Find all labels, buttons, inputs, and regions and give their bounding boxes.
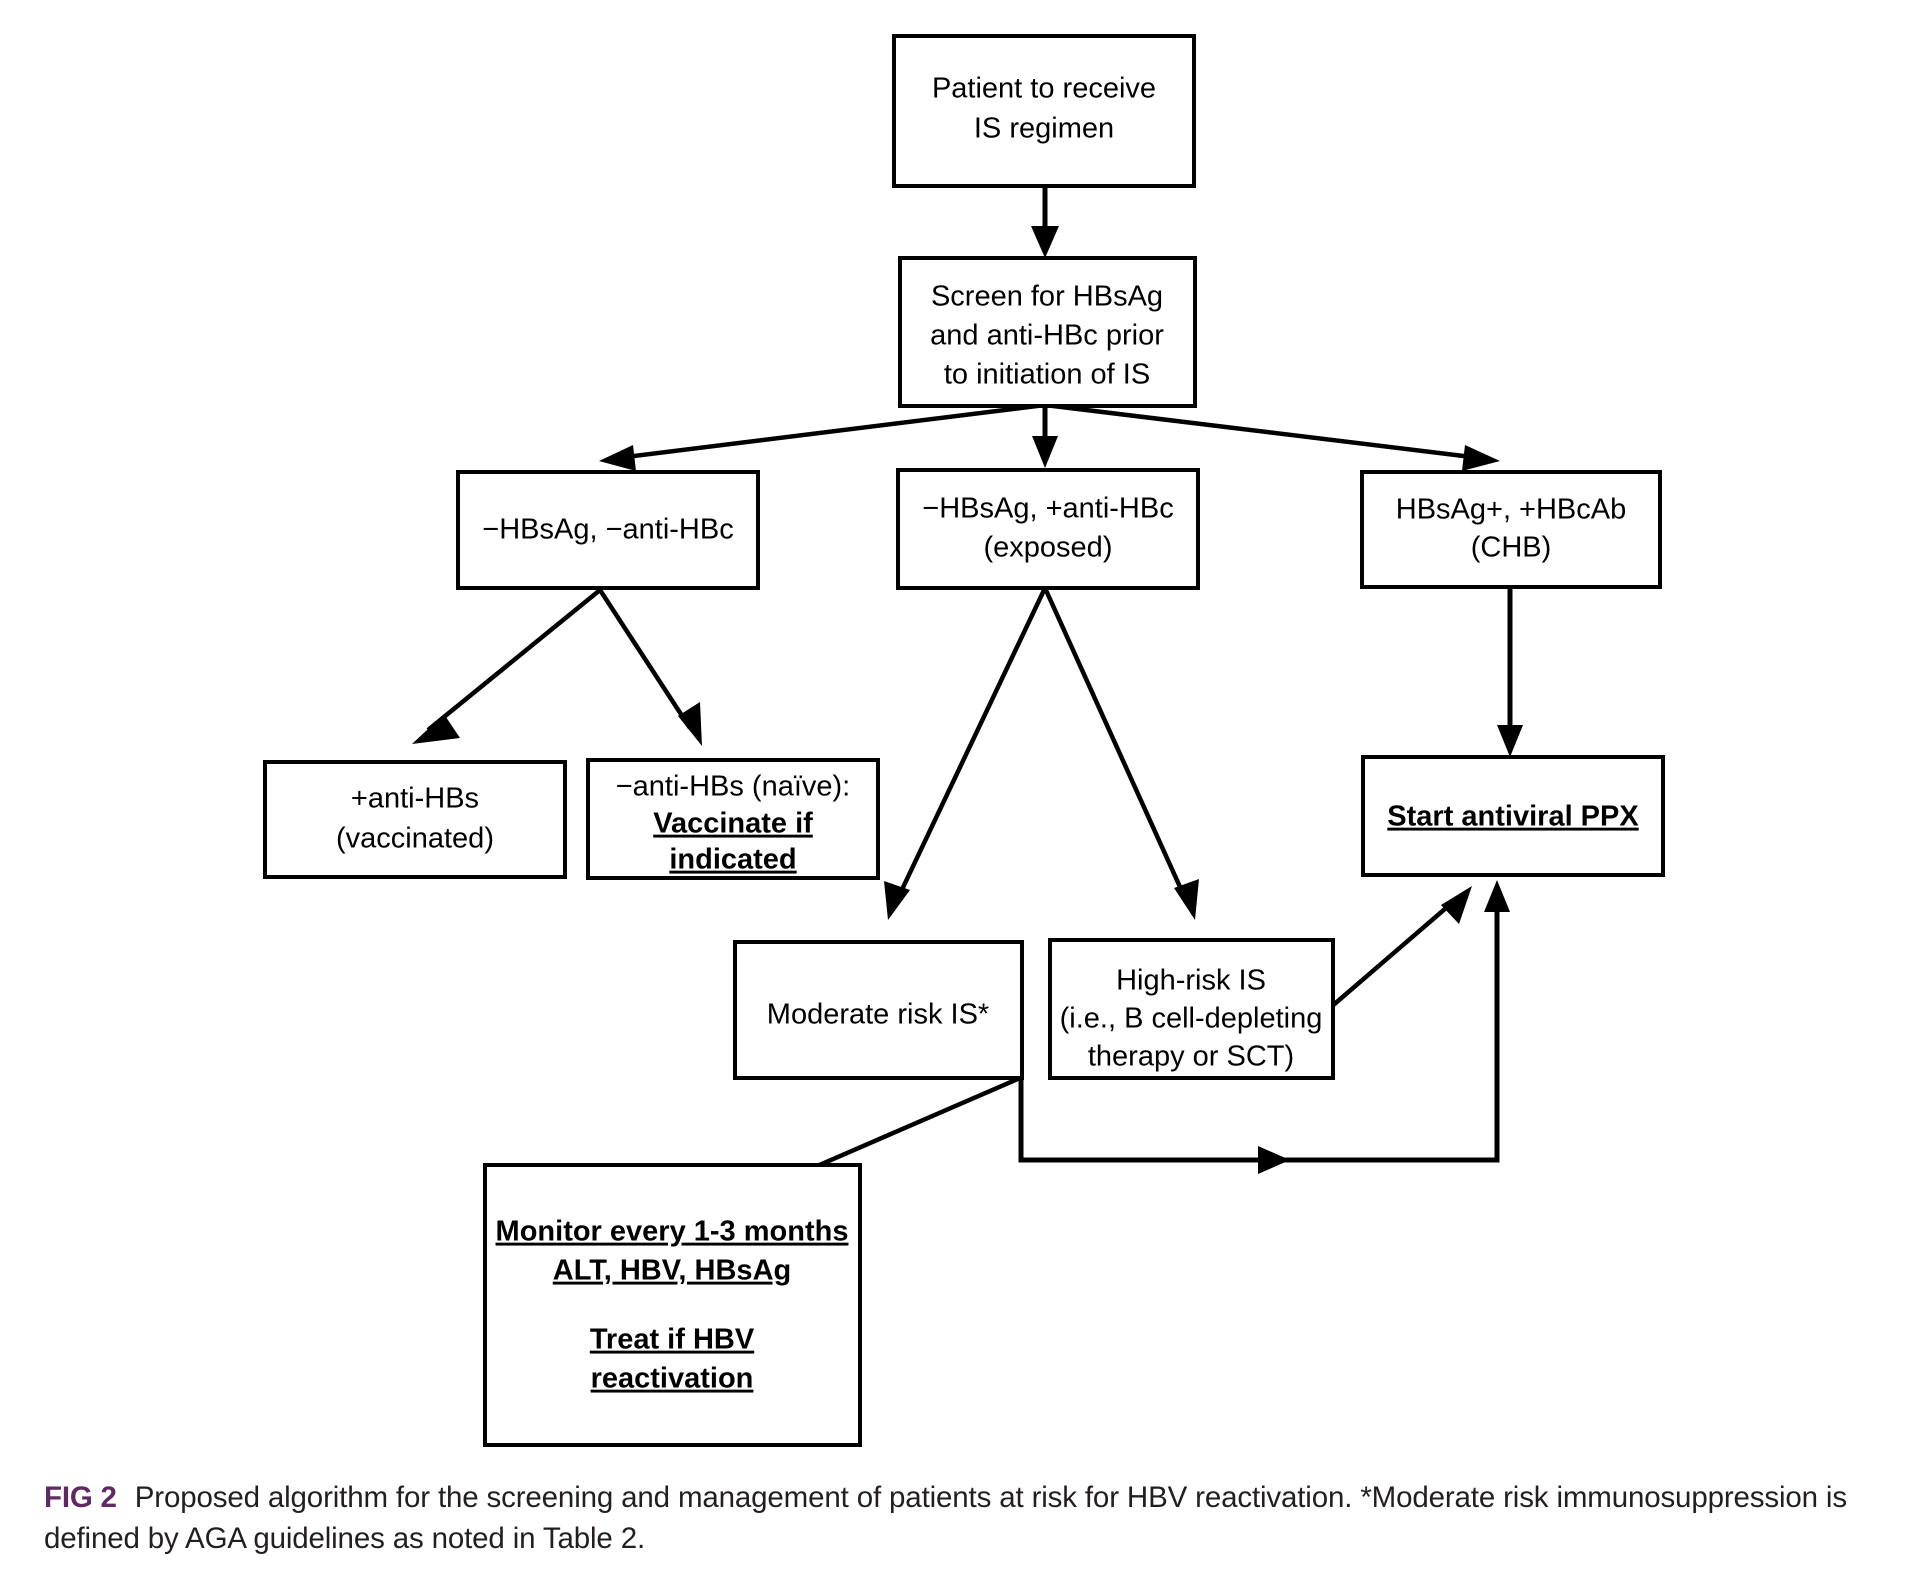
edge-screen-to-neg-neg: [599, 402, 1046, 471]
node-neg-hbsag-pos-antihbc-exposed[interactable]: −HBsAg, +anti-HBc (exposed): [896, 468, 1200, 590]
edge-high-to-antiviral: [1329, 886, 1472, 1009]
edge-patient-to-screen: [1031, 185, 1059, 258]
node-exposed-line-1: −HBsAg, +anti-HBc: [922, 493, 1173, 525]
node-high-line-1: High-risk IS: [1116, 965, 1266, 997]
node-exposed-line-2: (exposed): [984, 532, 1113, 564]
figure-caption-text: Proposed algorithm for the screening and…: [44, 1481, 1847, 1555]
node-screen-line-1: Screen for HBsAg: [931, 281, 1163, 313]
edge-exposed-to-moderate: [884, 587, 1048, 920]
edge-moderate-to-antiviral: [1018, 880, 1510, 1174]
node-monitor-line-2: ALT, HBV, HBsAg: [553, 1255, 791, 1287]
edge-negneg-to-vaccinated: [412, 588, 602, 744]
node-start-antiviral-ppx[interactable]: Start antiviral PPX: [1361, 755, 1665, 877]
node-naive-line-2: Vaccinate if: [653, 808, 813, 840]
node-monitor-line-4: reactivation: [591, 1363, 754, 1395]
node-screen-line-3: to initiation of IS: [944, 359, 1150, 391]
node-moderate-risk-is[interactable]: Moderate risk IS*: [733, 940, 1024, 1080]
node-chb-line-2: (CHB): [1471, 532, 1552, 564]
node-antiviral-line-1: Start antiviral PPX: [1387, 801, 1639, 833]
node-patient-line-1: Patient to receive: [932, 73, 1156, 105]
node-hbsag-pos-hbcab-pos-chb[interactable]: HBsAg+, +HBcAb (CHB): [1360, 470, 1662, 589]
edge-chb-to-antiviral: [1497, 588, 1523, 757]
edge-exposed-to-high: [1042, 587, 1199, 920]
node-patient-to-receive-is-regimen[interactable]: Patient to receive IS regimen: [892, 34, 1196, 188]
node-high-line-3: therapy or SCT): [1088, 1041, 1294, 1073]
figure-caption-label: FIG 2: [44, 1481, 117, 1514]
node-negneg-line-1: −HBsAg, −anti-HBc: [482, 514, 733, 546]
node-neg-anti-hbs-naive-vaccinate[interactable]: −anti-HBs (naïve): Vaccinate if indicate…: [586, 758, 880, 880]
node-monitor-line-1: Monitor every 1-3 months: [496, 1216, 849, 1248]
node-neg-hbsag-neg-antihbc[interactable]: −HBsAg, −anti-HBc: [456, 470, 760, 590]
flowchart-diagram: Patient to receive IS regimen Screen for…: [263, 34, 1665, 1447]
node-monitor-line-3: Treat if HBV: [590, 1324, 755, 1356]
node-high-line-2: (i.e., B cell-depleting: [1060, 1003, 1323, 1035]
node-screen-line-2: and anti-HBc prior: [930, 320, 1164, 352]
node-vaccinated-line-1: +anti-HBs: [351, 783, 479, 815]
edge-screen-to-chb: [1044, 402, 1500, 471]
node-naive-line-1: −anti-HBs (naïve):: [616, 771, 851, 803]
node-monitor-and-treat[interactable]: Monitor every 1-3 months ALT, HBV, HBsAg…: [483, 1163, 862, 1447]
node-screen-for-hbsag[interactable]: Screen for HBsAg and anti-HBc prior to i…: [898, 256, 1197, 408]
node-chb-line-1: HBsAg+, +HBcAb: [1396, 494, 1627, 526]
edge-negneg-to-naive: [598, 588, 702, 746]
node-pos-anti-hbs-vaccinated[interactable]: +anti-HBs (vaccinated): [263, 760, 567, 879]
node-moderate-line-1: Moderate risk IS*: [767, 999, 989, 1031]
node-patient-line-2: IS regimen: [974, 113, 1114, 145]
node-high-risk-is[interactable]: High-risk IS (i.e., B cell-depleting the…: [1048, 938, 1335, 1080]
node-vaccinated-line-2: (vaccinated): [336, 823, 494, 855]
edge-screen-to-exposed: [1032, 405, 1058, 468]
node-naive-line-3: indicated: [669, 844, 796, 876]
